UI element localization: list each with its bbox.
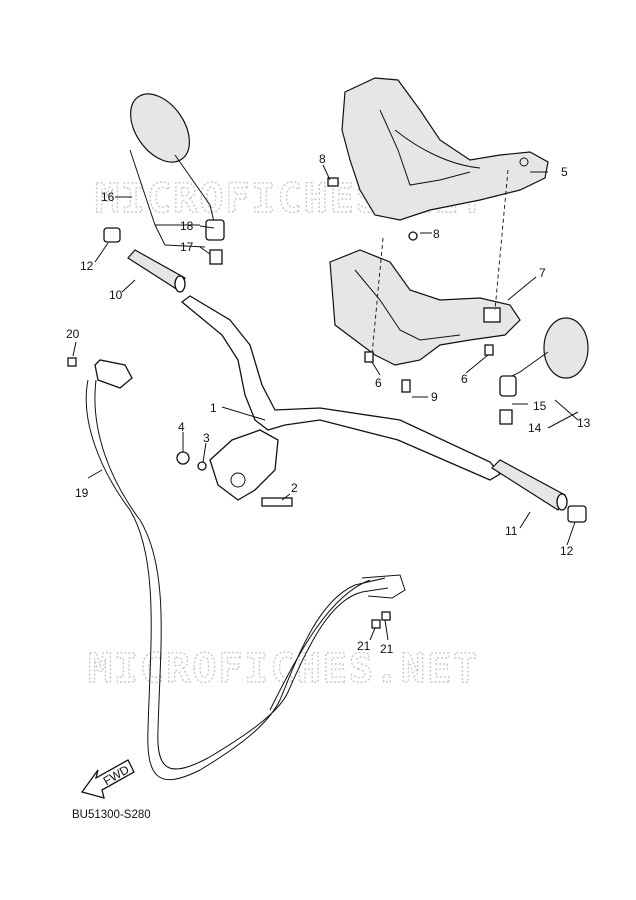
callout-labels: 1 2 3 4 5 6 6 7 8 8 9 10 11 12 12 13 14 … (66, 152, 591, 656)
bar-end-left (103, 227, 121, 243)
callout-15: 15 (533, 399, 547, 413)
callout-7: 7 (539, 266, 546, 280)
callout-13: 13 (577, 416, 591, 430)
handlebar (180, 295, 501, 501)
diagram-code: BU51300-S280 (72, 809, 151, 821)
callout-2: 2 (291, 481, 298, 495)
callout-10: 10 (109, 288, 123, 302)
callout-19: 19 (75, 486, 89, 500)
callout-9: 9 (431, 390, 438, 404)
callout-16: 16 (101, 190, 115, 204)
callout-21-right: 21 (380, 642, 394, 656)
leader-5-7 (494, 169, 509, 311)
callout-5: 5 (561, 165, 568, 179)
callout-11: 11 (505, 524, 518, 538)
leader-8-6 (371, 237, 384, 356)
handle-cover-lower (329, 249, 521, 366)
fasteners (67, 177, 494, 629)
callout-4: 4 (178, 420, 185, 434)
callout-20: 20 (66, 327, 80, 341)
callout-17: 17 (180, 240, 194, 254)
cable (85, 359, 406, 780)
watermark-bottom: MICROFICHES.NET (88, 646, 479, 692)
callout-14: 14 (528, 421, 542, 435)
callout-12-right: 12 (560, 544, 574, 558)
callout-12-left: 12 (80, 259, 94, 273)
callout-8-mid: 8 (433, 227, 440, 241)
callout-6-left: 6 (375, 376, 382, 390)
fwd-arrow: FWD (80, 759, 135, 799)
mirror-right (499, 317, 589, 425)
callout-1: 1 (210, 401, 217, 415)
callout-8-top: 8 (319, 152, 326, 166)
bar-end-right (567, 505, 587, 523)
callout-leaders (72, 149, 579, 641)
callout-21-left: 21 (357, 639, 371, 653)
callout-3: 3 (203, 431, 210, 445)
callout-6-right: 6 (461, 372, 468, 386)
grip-left (127, 249, 186, 293)
mirror-left (130, 93, 225, 265)
grip-right (491, 459, 568, 511)
handle-cover-upper (341, 77, 549, 221)
callout-18: 18 (180, 219, 194, 233)
